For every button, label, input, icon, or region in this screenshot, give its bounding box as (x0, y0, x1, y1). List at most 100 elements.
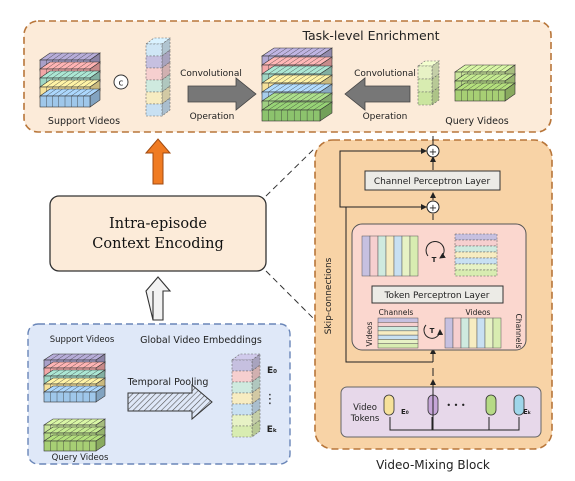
conv-right-line2: Operation (363, 112, 408, 122)
temporal-pooling-label: Temporal Pooling (127, 377, 209, 388)
embedding-vdots: ⋮ (264, 392, 277, 407)
matrix-cell (444, 317, 454, 349)
support-feature-column (145, 37, 171, 117)
matrix-cell (454, 269, 498, 277)
stack-slab (43, 434, 106, 452)
matrix-cell (476, 317, 486, 349)
matrix-cell (385, 235, 395, 277)
support-videos-stack (39, 52, 101, 108)
channels-label: Channels (379, 308, 414, 317)
column-cell (231, 419, 261, 438)
matrix-cell (454, 233, 498, 241)
matrix-cell (484, 317, 494, 349)
matrix-cell (377, 339, 419, 344)
context-line2: Context Encoding (92, 236, 224, 252)
conv-left-line1: Convolutional (180, 69, 242, 79)
token-pill (513, 394, 525, 416)
stack-slab (454, 82, 516, 102)
column-cell (145, 97, 171, 117)
matrix-cell (377, 330, 419, 336)
vmb-caption: Video-Mixing Block (376, 458, 490, 472)
token-pill (383, 394, 395, 416)
matrix-cell (460, 317, 470, 349)
column-cell (417, 60, 440, 80)
token-dots-1: • • • (446, 401, 465, 410)
svg-text:+: + (429, 203, 437, 214)
svg-text:Channel Perceptron Layer: Channel Perceptron Layer (374, 177, 491, 187)
matrix-cell (377, 326, 419, 332)
global-embeddings-panel: Support Videos Global Video Embeddings Q… (27, 323, 291, 465)
embedding-label-bottom: Eₖ (267, 425, 278, 435)
video-tokens-label-2: Tokens (350, 414, 380, 424)
global-title: Global Video Embeddings (140, 335, 262, 346)
embedding-label-top: E₀ (267, 366, 277, 376)
temporal-pooling-arrow (127, 383, 213, 421)
matrix-cell (454, 257, 498, 265)
stack-slab (39, 88, 101, 108)
task-enrichment-title: Task-level Enrichment (301, 28, 439, 43)
matrix-cell (377, 343, 419, 349)
matrix-cell (454, 239, 498, 247)
context-line1: Intra-episode (109, 216, 207, 232)
skip-connections-label: Skip-connections (324, 257, 334, 334)
skip-connection-lines (339, 136, 436, 376)
matrix-cell (454, 251, 498, 259)
enriched-stack (261, 47, 333, 122)
global-support-stack (43, 353, 106, 403)
query-feature-column (417, 60, 440, 106)
matrix-cell (468, 317, 478, 349)
matrix-bottom-left (377, 317, 419, 349)
token-bracket (389, 379, 520, 431)
matrix-cell (369, 235, 379, 277)
conv-right-line1: Convolutional (354, 69, 416, 79)
svg-text:+: + (429, 147, 437, 158)
query-videos-label: Query Videos (445, 116, 509, 127)
video-mixing-block: Video-Mixing Block Skip-connections + + … (314, 136, 553, 472)
query-videos-stack (454, 64, 516, 102)
matrix-cell (452, 317, 462, 349)
global-embedding-column (231, 353, 261, 438)
matrix-top-right (454, 233, 498, 277)
context-encoding-box: Intra-episode Context Encoding (49, 195, 267, 272)
stack-slab (261, 101, 333, 122)
matrix-cell (492, 317, 502, 349)
transpose-top-icon: T (425, 241, 446, 264)
matrix-cell (393, 235, 403, 277)
support-videos-label: Support Videos (48, 116, 120, 127)
svg-text:c: c (119, 79, 124, 89)
global-query-label: Query Videos (52, 453, 109, 463)
matrix-cell (454, 263, 498, 271)
global-query-stack (43, 418, 106, 452)
transpose-bottom-icon: T (423, 324, 444, 339)
zoom-connector-lines (265, 147, 316, 321)
task-enrichment-panel: Task-level Enrichment Support Videos c C… (23, 20, 552, 133)
videos-label-side: Videos (365, 321, 374, 346)
matrix-cell (377, 322, 419, 327)
matrix-cell (454, 245, 498, 253)
channel-perceptron-layer: Channel Perceptron Layer (364, 170, 501, 191)
video-tokens-label-1: Video (353, 403, 377, 413)
channels-label-side: Channels (514, 314, 523, 349)
stack-slab (43, 385, 106, 403)
matrix-cell (377, 235, 387, 277)
concat-icon: c (113, 74, 129, 90)
matrix-cell (409, 235, 419, 277)
videos-label-top: Videos (466, 308, 491, 317)
token-e0-label: E₀ (401, 408, 409, 416)
svg-text:T: T (430, 327, 435, 335)
matrix-top-left (361, 235, 419, 277)
matrix-cell (377, 334, 419, 340)
matrix-cell (377, 317, 419, 323)
matrix-cell (361, 235, 371, 277)
token-pills (383, 394, 525, 416)
white-up-arrow (145, 276, 172, 321)
orange-up-arrow (144, 138, 172, 185)
matrix-bottom-right (444, 317, 502, 349)
conv-arrow-right (344, 77, 411, 111)
svg-text:Token Perceptron Layer: Token Perceptron Layer (383, 291, 489, 301)
column-cell (417, 86, 440, 106)
token-pill (485, 394, 497, 416)
global-support-label: Support Videos (50, 335, 115, 345)
token-ek-label: Eₖ (523, 408, 532, 416)
svg-text:T: T (432, 256, 437, 264)
